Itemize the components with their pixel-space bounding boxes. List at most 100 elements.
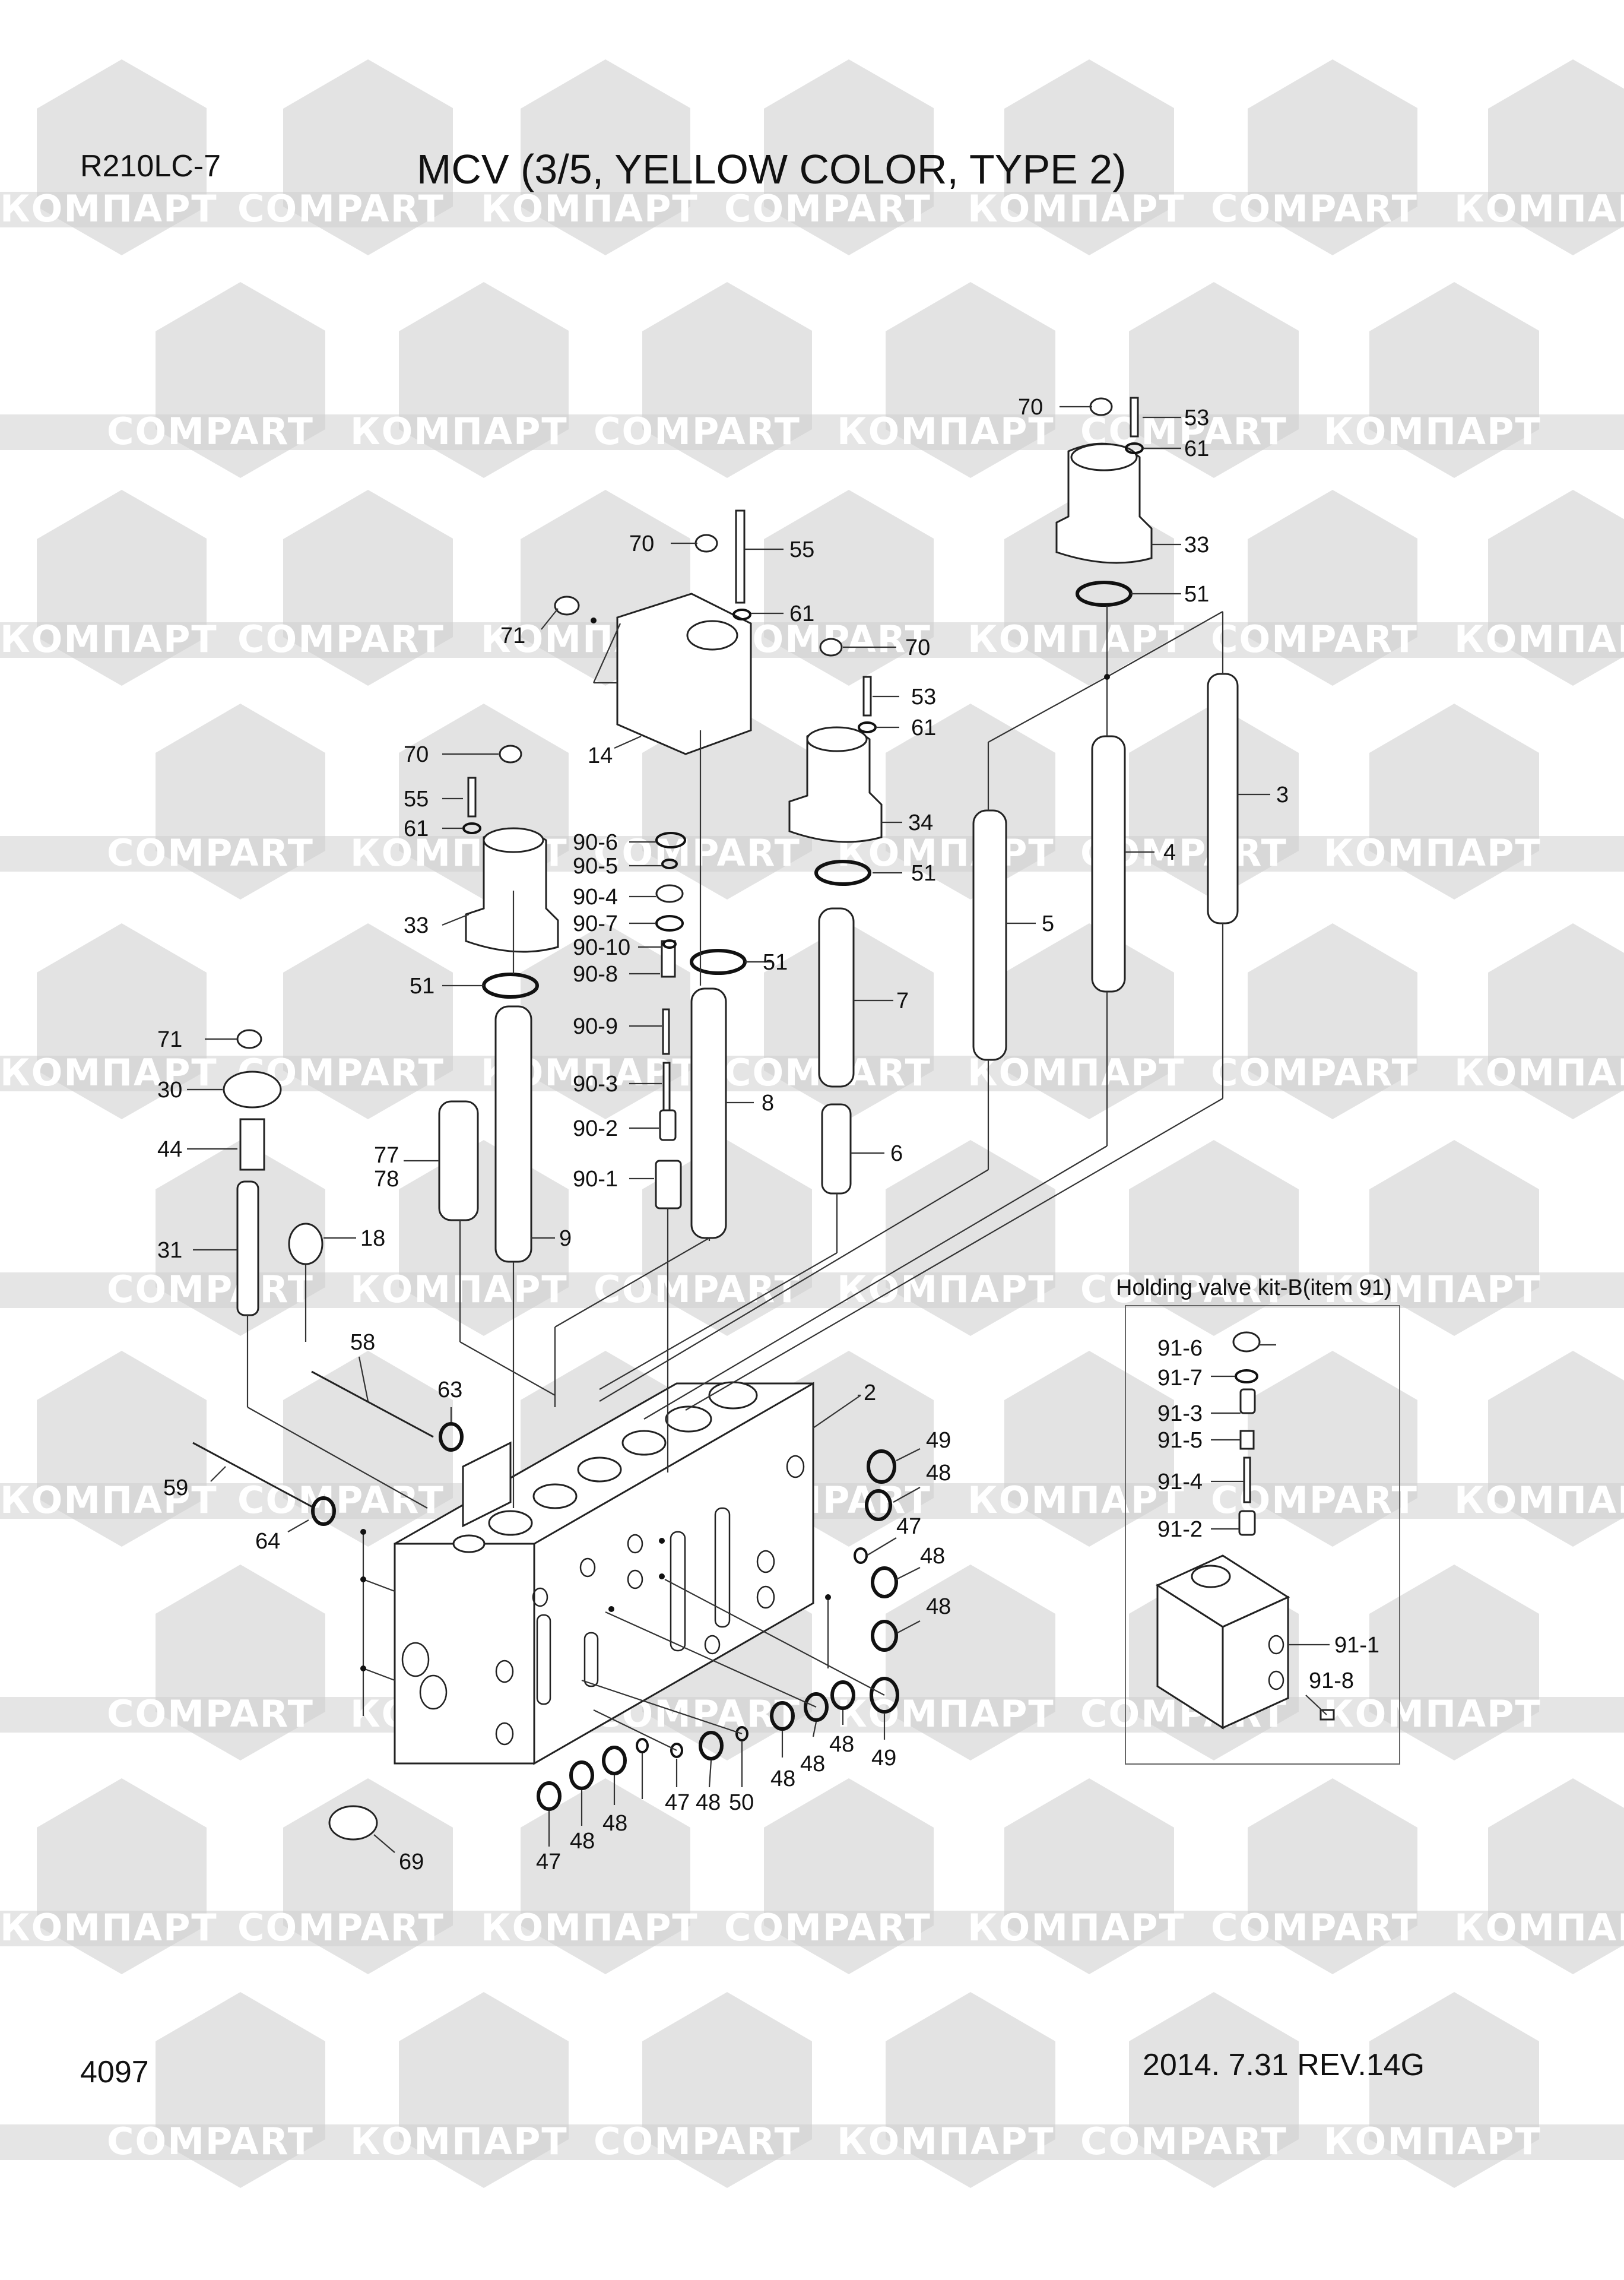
- kit-port: [1191, 1565, 1231, 1588]
- label-48: 48: [696, 1790, 721, 1815]
- watermark-text: КОМПАРТ: [481, 187, 699, 230]
- relief-valve-77: [438, 1100, 479, 1221]
- watermark-text: КОМПАРТ: [968, 187, 1185, 230]
- spool-9: [494, 1005, 532, 1263]
- pin-90-9: [662, 1008, 670, 1055]
- valve-body-left-face: [394, 1543, 535, 1765]
- cover-14-boss: [686, 620, 738, 651]
- watermark-text: КОМПАРТ: [0, 618, 218, 661]
- piston-6: [821, 1103, 852, 1195]
- label-48: 48: [570, 1829, 595, 1854]
- port: [621, 1430, 667, 1456]
- o-ring-49: [867, 1449, 896, 1484]
- watermark-band: [0, 2124, 1624, 2160]
- label-48: 47: [536, 1850, 561, 1874]
- label-8: 8: [762, 1091, 774, 1116]
- label-4: 4: [1163, 840, 1176, 865]
- label-53: 53: [1184, 406, 1209, 430]
- watermark-text: КОМПАРТ: [1454, 1051, 1624, 1094]
- plug-69: [328, 1805, 378, 1841]
- kit-o-ring-91-7: [1235, 1369, 1258, 1383]
- label-48: 48: [800, 1752, 825, 1776]
- o-ring-48: [865, 1489, 892, 1521]
- kit-spring-91-5: [1239, 1430, 1255, 1450]
- label-55: 55: [789, 537, 814, 562]
- side-port: [627, 1569, 643, 1589]
- label-47: 47: [665, 1790, 690, 1815]
- cover-34-boss: [806, 726, 868, 752]
- label-51: 51: [1184, 582, 1209, 607]
- label-6: 6: [890, 1141, 903, 1166]
- watermark-text: COMPART: [1080, 1268, 1287, 1311]
- o-ring-51: [482, 973, 539, 999]
- o-ring-51: [1076, 581, 1133, 607]
- label-69: 69: [399, 1850, 424, 1874]
- label-44: 44: [157, 1137, 182, 1162]
- bore-slot: [536, 1614, 551, 1705]
- label-48: 48: [829, 1732, 854, 1757]
- kit-plug-91-6: [1232, 1331, 1261, 1353]
- valve-body-main: [394, 1381, 814, 1765]
- watermark-text: КОМПАРТ: [0, 1478, 218, 1522]
- side-port: [756, 1550, 775, 1573]
- o-ring-48: [699, 1731, 724, 1760]
- port: [577, 1456, 622, 1483]
- label-55: 55: [404, 787, 429, 812]
- watermark-text: КОМПАРТ: [1454, 618, 1624, 661]
- plug-70-right: [1089, 397, 1113, 416]
- watermark-band: [0, 192, 1624, 227]
- spool-3: [1207, 673, 1239, 924]
- watermark-text: COMPART: [237, 187, 445, 230]
- spool-5: [972, 809, 1007, 1061]
- label-70: 70: [629, 531, 654, 556]
- page-title: MCV (3/5, YELLOW COLOR, TYPE 2): [417, 146, 1127, 192]
- side-port: [419, 1674, 448, 1710]
- side-port: [627, 1534, 643, 1554]
- holding-valve-body: [1155, 1554, 1335, 1730]
- label-90-4: 90-4: [573, 885, 618, 910]
- watermark-text: КОМПАРТ: [1324, 410, 1541, 453]
- bore-slot: [583, 1632, 599, 1687]
- revision-date: 2014. 7.31 REV.14G: [1143, 2048, 1425, 2082]
- side-port: [579, 1557, 596, 1578]
- watermark-text: COMPART: [594, 410, 801, 453]
- port: [708, 1381, 758, 1410]
- washer-64: [311, 1496, 336, 1526]
- watermark-text: КОМПАРТ: [1454, 187, 1624, 230]
- watermark-text: COMPART: [107, 410, 314, 453]
- holding-valve-kit-title: Holding valve kit-B(item 91): [1116, 1275, 1392, 1300]
- kit-port: [1268, 1670, 1284, 1690]
- o-ring-48: [569, 1760, 594, 1790]
- plug-70-top: [694, 534, 718, 553]
- watermark-text: КОМПАРТ: [1454, 1478, 1624, 1522]
- piston-31: [236, 1180, 259, 1316]
- label-48: 48: [770, 1766, 795, 1791]
- label-91-4: 91-4: [1157, 1470, 1203, 1494]
- washer-61: [462, 822, 481, 834]
- watermark-text: COMPART: [594, 1268, 801, 1311]
- washer-61: [732, 609, 751, 620]
- label-18: 18: [360, 1226, 385, 1251]
- leader-lines: [187, 406, 1330, 1853]
- label-78: 78: [374, 1167, 399, 1192]
- kit-block-right: [1222, 1595, 1289, 1730]
- label-5: 5: [1042, 911, 1054, 936]
- bore-slot: [670, 1531, 686, 1652]
- label-64: 64: [255, 1529, 280, 1554]
- watermark-text: КОМПАРТ: [350, 410, 568, 453]
- cap-30: [223, 1071, 282, 1109]
- side-port: [704, 1635, 721, 1655]
- watermark-band: [0, 836, 1624, 872]
- label-33: 33: [1184, 533, 1209, 558]
- plug-71-left: [236, 1029, 262, 1049]
- bolt-53-right: [1130, 397, 1139, 438]
- side-port: [756, 1585, 775, 1609]
- label-48: 48: [602, 1811, 627, 1836]
- label-61: 61: [789, 601, 814, 626]
- watermark-text: КОМПАРТ: [0, 1906, 218, 1949]
- o-ring-48: [602, 1746, 627, 1775]
- side-port: [401, 1642, 430, 1677]
- label-90-10: 90-10: [573, 935, 630, 960]
- label-90-7: 90-7: [573, 911, 618, 936]
- poppet-90-1: [655, 1160, 682, 1209]
